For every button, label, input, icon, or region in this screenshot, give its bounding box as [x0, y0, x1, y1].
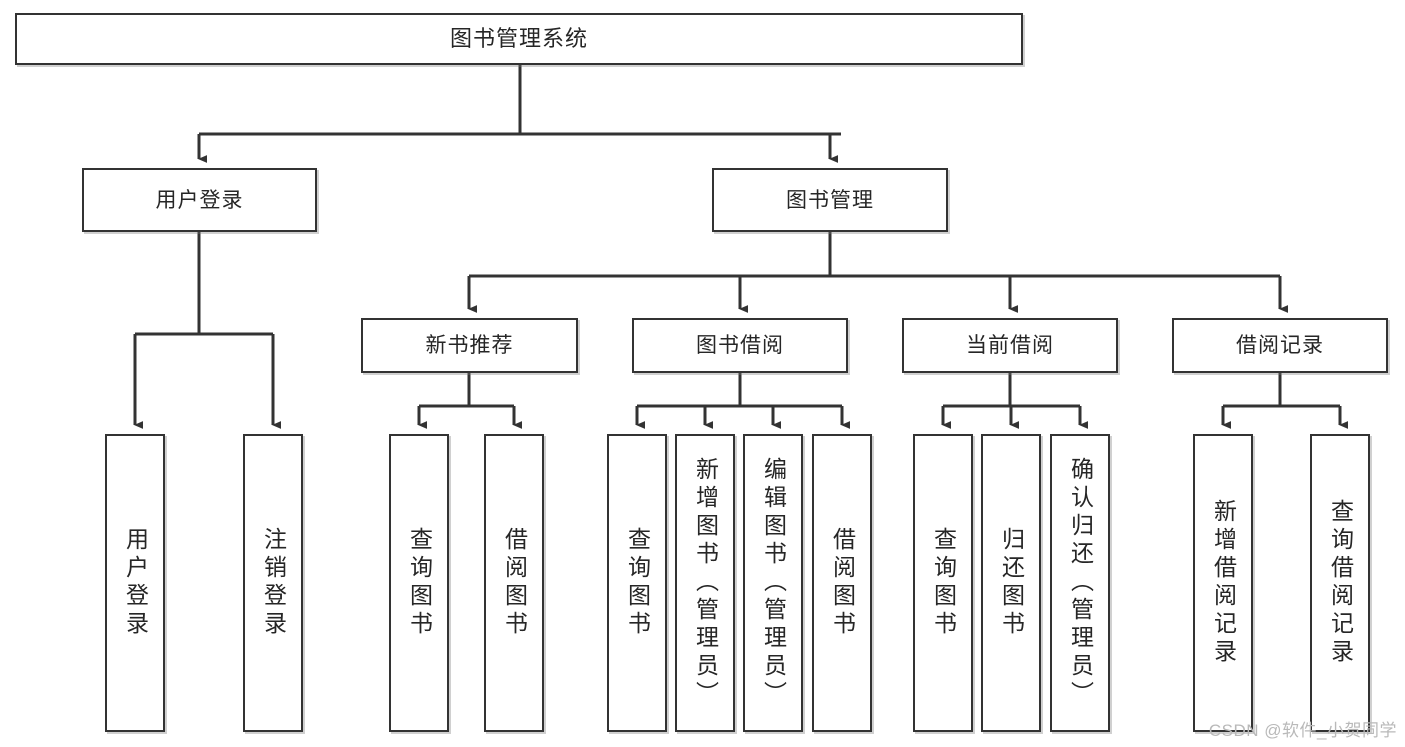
node-label: 注销登录: [260, 527, 287, 639]
leaf-user-login-login[interactable]: 用户登录: [105, 434, 165, 732]
node-label: 查询图书: [406, 527, 433, 639]
node-label: 借阅记录: [1236, 334, 1324, 357]
node-label: 用户登录: [155, 188, 244, 212]
leaf-new-book-borrow[interactable]: 借阅图书: [484, 434, 544, 732]
node-label: 查询图书: [930, 527, 957, 639]
leaf-book-borrow-borrow[interactable]: 借阅图书: [812, 434, 872, 732]
leaf-new-book-query[interactable]: 查询图书: [389, 434, 449, 732]
node-label: 归还图书: [998, 527, 1025, 639]
node-label: 编辑图书（管理员）: [760, 457, 787, 709]
node-user-login[interactable]: 用户登录: [82, 168, 317, 232]
leaf-current-borrow-return[interactable]: 归还图书: [981, 434, 1041, 732]
node-label: 确认归还（管理员）: [1067, 457, 1094, 709]
leaf-book-borrow-query[interactable]: 查询图书: [607, 434, 667, 732]
leaf-user-login-logout[interactable]: 注销登录: [243, 434, 303, 732]
node-label: 查询图书: [624, 527, 651, 639]
node-label: 借阅图书: [829, 527, 856, 639]
node-label: 查询借阅记录: [1327, 499, 1354, 667]
node-book-borrow[interactable]: 图书借阅: [632, 318, 848, 373]
leaf-current-borrow-query[interactable]: 查询图书: [913, 434, 973, 732]
node-label: 借阅图书: [501, 527, 528, 639]
node-label: 图书管理系统: [449, 26, 588, 51]
leaf-book-borrow-edit[interactable]: 编辑图书（管理员）: [743, 434, 803, 732]
node-label: 用户登录: [122, 527, 149, 639]
leaf-current-borrow-confirm-return[interactable]: 确认归还（管理员）: [1050, 434, 1110, 732]
node-label: 图书借阅: [696, 334, 784, 357]
leaf-borrow-record-query[interactable]: 查询借阅记录: [1310, 434, 1370, 732]
node-label: 图书管理: [786, 188, 874, 212]
node-label: 当前借阅: [966, 334, 1054, 357]
node-label: 新增借阅记录: [1210, 499, 1237, 667]
leaf-book-borrow-add[interactable]: 新增图书（管理员）: [675, 434, 735, 732]
node-label: 新增图书（管理员）: [692, 457, 719, 709]
node-root-system[interactable]: 图书管理系统: [15, 13, 1023, 65]
node-current-borrow[interactable]: 当前借阅: [902, 318, 1118, 373]
node-borrow-record[interactable]: 借阅记录: [1172, 318, 1388, 373]
node-book-management[interactable]: 图书管理: [712, 168, 948, 232]
leaf-borrow-record-add[interactable]: 新增借阅记录: [1193, 434, 1253, 732]
node-new-book-recommend[interactable]: 新书推荐: [361, 318, 578, 373]
node-label: 新书推荐: [425, 334, 514, 357]
